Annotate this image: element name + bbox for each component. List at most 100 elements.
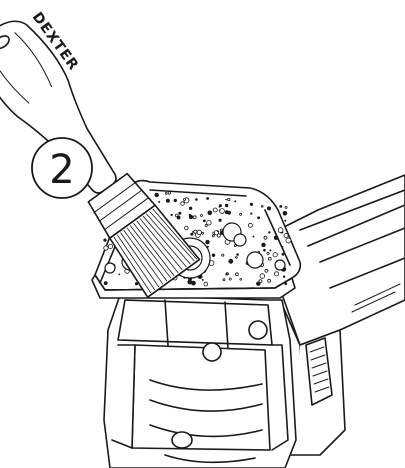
dust-particle [259,273,265,279]
dust-particle [193,229,198,234]
step-number: 2 [49,147,74,193]
dust-particle [192,215,197,220]
dust-particle [219,208,225,214]
dust-particle [158,200,161,203]
dust-particle [103,245,109,251]
dust-particle [190,232,194,236]
dust-particle [176,215,181,220]
dust-particle [273,271,279,277]
dust-particle [264,268,269,273]
dust-particle [282,211,288,216]
dust-particle [273,235,279,240]
dust-particle [212,207,218,213]
step-callout [31,137,93,199]
dust-particle [178,211,182,215]
dust-particle [263,235,268,240]
dust-particle [218,218,222,222]
dust-particle [216,233,221,238]
dust-particle [201,231,205,235]
dust-particle [269,249,272,252]
dust-particle [225,273,228,276]
paint-brush [0,20,201,298]
dust-particle [250,212,253,215]
dust-particle [268,231,271,234]
dust-particle [228,258,234,264]
dust-particle [188,206,193,210]
dust-particle [267,206,271,211]
dust-particle [236,253,239,256]
dust-particle [263,248,266,252]
dust-particle [211,234,215,238]
dust-particle [206,219,212,226]
dust-particle [267,278,272,283]
dust-particle [281,252,285,256]
dust-particle [281,246,284,248]
dust-particle [134,282,139,286]
dust-particle [224,203,229,208]
dust-particle [222,278,226,282]
dust-particle [206,197,210,200]
dust-particle [257,216,260,220]
dust-particle [207,210,213,216]
dust-particle [235,272,239,277]
dust-particle [235,256,238,259]
dust-particle [203,281,209,287]
dust-particle [107,243,113,249]
dust-particle [218,205,221,208]
dust-particle [228,277,232,281]
dust-particle [272,252,278,258]
dust-particle [283,233,289,239]
dust-particle [260,205,264,208]
dust-particle [167,191,172,195]
dust-particle [205,239,210,245]
dust-particle [266,251,270,255]
dust-particle [180,201,185,206]
dust-particle [183,197,186,201]
dust-particle [234,200,237,203]
dust-particle [170,213,173,217]
dust-particle [118,273,121,276]
dust-particle [221,253,225,257]
dust-particle [202,219,206,223]
dust-particle [184,225,189,231]
dust-particle [165,198,170,203]
sander-body [261,174,405,456]
dust-particle [196,229,202,235]
dust-particle [195,198,198,201]
dust-particle [187,279,193,285]
step-circle [31,137,93,199]
dust-particle [164,192,168,195]
dust-particle [173,198,177,203]
dust-particle [261,242,266,248]
dust-particle [252,235,255,238]
dust-particle [188,213,192,217]
dust-particle [227,197,231,202]
dust-particle [154,192,159,198]
dust-particle [211,253,216,257]
dust-particle [247,222,253,228]
dust-particle [258,279,263,284]
dust-particle [225,198,227,201]
dust-particle [239,277,243,281]
dust-particle [284,205,288,209]
dust-particle [103,238,107,242]
dust-particle [239,212,243,216]
dust-particle [249,202,253,206]
dust-particle [282,275,286,278]
dust-particle [224,210,229,215]
dust-particle [218,209,221,212]
dust-particle [267,256,272,261]
sander-housing [103,294,297,468]
dust-particle [284,282,288,286]
dust-particle [204,223,208,227]
dust-particle [191,280,196,286]
dust-particle [216,230,219,233]
dust-particle [103,281,108,285]
dust-particle [284,219,287,222]
dust-particle [200,214,203,217]
dust-particle [277,227,284,233]
dust-particle [279,205,283,208]
dust-particle [285,237,292,244]
dust-particle [201,278,204,281]
